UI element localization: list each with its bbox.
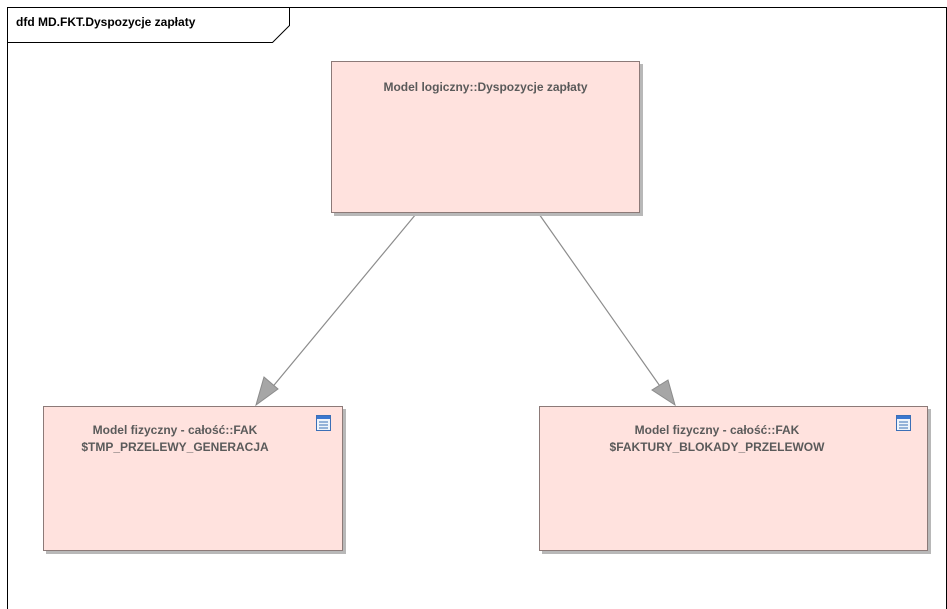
frame-title-tab (7, 7, 290, 43)
table-icon (316, 415, 331, 431)
arrowhead-left (255, 376, 279, 407)
node-tmp-przelewy-generacja[interactable]: Model fizyczny - całość::FAK $TMP_PRZELE… (43, 406, 343, 551)
edge-logical-to-right[interactable] (538, 213, 676, 407)
node-left-label: Model fizyczny - całość::FAK $TMP_PRZELE… (52, 422, 298, 456)
node-logical-line1: Model logiczny::Dyspozycje zapłaty (383, 80, 588, 94)
table-icon (896, 415, 911, 431)
arrowhead-right (651, 379, 676, 407)
diagram-title: dfd MD.FKT.Dyspozycje zapłaty (16, 15, 196, 29)
node-right-label: Model fizyczny - całość::FAK $FAKTURY_BL… (562, 422, 872, 456)
node-faktury-blokady-przelewow[interactable]: Model fizyczny - całość::FAK $FAKTURY_BL… (539, 406, 928, 551)
node-logical-label: Model logiczny::Dyspozycje zapłaty (332, 79, 639, 96)
node-left-line2: $TMP_PRZELEWY_GENERACJA (81, 440, 269, 454)
edge-logical-to-left[interactable] (255, 213, 417, 407)
node-right-line1: Model fizyczny - całość::FAK (634, 423, 800, 437)
node-right-line2: $FAKTURY_BLOKADY_PRZELEWOW (609, 440, 825, 454)
node-left-line1: Model fizyczny - całość::FAK (92, 423, 258, 437)
node-logical-model[interactable]: Model logiczny::Dyspozycje zapłaty (331, 61, 640, 213)
